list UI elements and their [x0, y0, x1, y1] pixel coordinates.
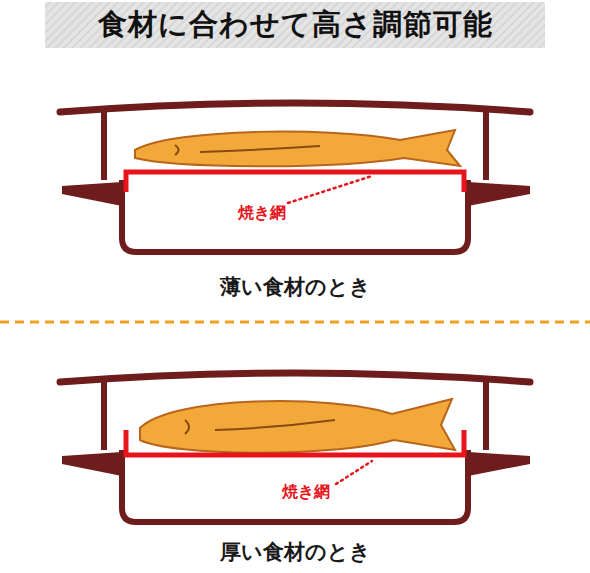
thick-fish [140, 399, 455, 453]
title: 食材に合わせて高さ調節可能 [98, 9, 493, 41]
thin-fish [135, 130, 460, 166]
case-caption: 厚い食材のとき [220, 541, 371, 564]
title-band [45, 2, 545, 48]
case-caption: 薄い食材のとき [220, 276, 371, 299]
grill-net [126, 430, 464, 455]
part-label: 焼き網 [236, 204, 288, 222]
grill-net [126, 172, 464, 192]
pan [60, 373, 530, 522]
leader-line [336, 461, 372, 484]
part-label: 焼き網 [280, 483, 332, 501]
pan [60, 103, 530, 252]
leader-line [288, 176, 372, 203]
separator [0, 321, 590, 324]
